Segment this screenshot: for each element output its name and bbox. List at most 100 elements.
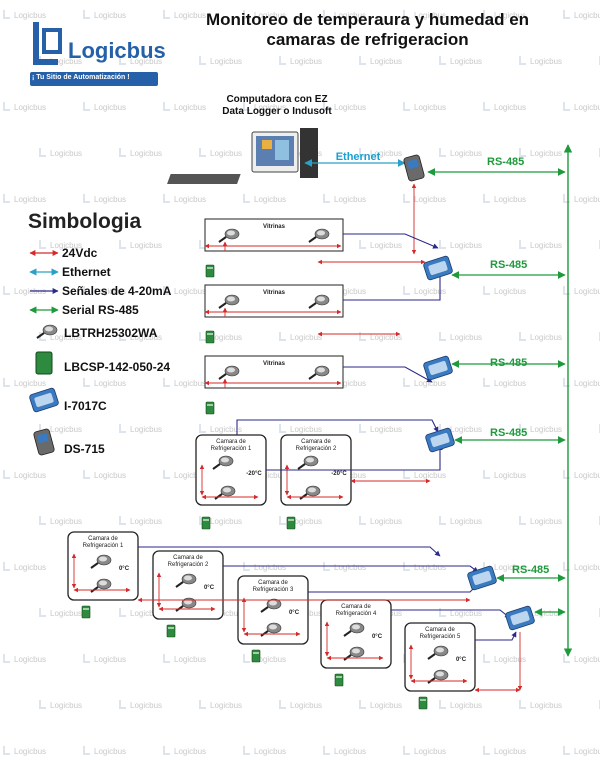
- watermark-logo: Logicbus: [279, 516, 322, 526]
- watermark-logo: Logicbus: [359, 148, 402, 158]
- watermark-text: Logicbus: [334, 379, 366, 388]
- watermark-logo: Logicbus: [83, 654, 126, 664]
- legend-sensor: LBTRH25302WA: [64, 326, 158, 340]
- watermark-mark: [243, 654, 250, 663]
- watermark-text: Logicbus: [130, 425, 162, 434]
- watermark-text: Logicbus: [14, 471, 46, 480]
- watermark-mark: [359, 424, 366, 433]
- watermark-mark: [119, 608, 126, 617]
- watermark-mark: [439, 608, 446, 617]
- watermark-mark: [243, 746, 250, 755]
- watermark-mark: [279, 700, 286, 709]
- watermark-text: Logicbus: [254, 103, 286, 112]
- signal-line: [343, 233, 439, 249]
- watermark-text: Logicbus: [530, 701, 562, 710]
- camara-temp: 0°C: [119, 566, 130, 572]
- watermark-logo: Logicbus: [163, 654, 206, 664]
- watermark-text: Logicbus: [334, 195, 366, 204]
- watermark-mark: [563, 470, 570, 479]
- watermark-mark: [323, 102, 330, 111]
- watermark-mark: [563, 102, 570, 111]
- watermark-mark: [119, 516, 126, 525]
- watermark-text: Logicbus: [494, 195, 526, 204]
- watermark-logo: Logicbus: [439, 516, 482, 526]
- watermark-mark: [483, 378, 490, 387]
- watermark-mark: [519, 700, 526, 709]
- watermark-mark: [279, 332, 286, 341]
- signal-line: [223, 565, 479, 573]
- watermark-logo: Logicbus: [563, 194, 600, 204]
- sensor-icon: [36, 324, 58, 339]
- watermark-text: Logicbus: [450, 609, 482, 618]
- page-title: Monitoreo de temperaura y humedad en cam…: [205, 10, 530, 49]
- watermark-logo: Logicbus: [243, 10, 286, 20]
- watermark-mark: [483, 746, 490, 755]
- vitrina-label: Vitrinas: [263, 290, 286, 296]
- watermark-mark: [199, 148, 206, 157]
- watermark-logo: Logicbus: [403, 746, 446, 756]
- power-supply-icon: [251, 649, 261, 663]
- watermark-text: Logicbus: [450, 57, 482, 66]
- watermark-mark: [83, 654, 90, 663]
- watermark-mark: [163, 10, 170, 19]
- watermark-logo: Logicbus: [3, 102, 46, 112]
- watermark-mark: [3, 562, 10, 571]
- watermark-logo: Logicbus: [563, 286, 600, 296]
- power-supply-icon: [201, 516, 211, 530]
- watermark-text: Logicbus: [50, 241, 82, 250]
- watermark-text: Logicbus: [14, 11, 46, 20]
- power-supply-icon: [418, 696, 428, 710]
- watermark-logo: Logicbus: [119, 516, 162, 526]
- module-i7017c-icon: [423, 255, 453, 281]
- watermark-text: Logicbus: [370, 149, 402, 158]
- watermark-text: Logicbus: [574, 379, 600, 388]
- watermark-text: Logicbus: [94, 747, 126, 756]
- watermark-mark: [279, 56, 286, 65]
- watermark-text: Logicbus: [530, 57, 562, 66]
- watermark-logo: Logicbus: [83, 10, 126, 20]
- watermark-text: Logicbus: [370, 241, 402, 250]
- watermark-logo: Logicbus: [403, 102, 446, 112]
- power-supply-icon: [81, 605, 91, 619]
- watermark-text: Logicbus: [530, 517, 562, 526]
- watermark-text: Logicbus: [50, 149, 82, 158]
- watermark-text: Logicbus: [50, 425, 82, 434]
- rs485-label: RS-485: [490, 357, 527, 369]
- watermark-text: Logicbus: [414, 195, 446, 204]
- camara-frame: [67, 531, 139, 601]
- watermark-text: Logicbus: [50, 517, 82, 526]
- watermark-text: Logicbus: [494, 563, 526, 572]
- watermark-text: Logicbus: [210, 149, 242, 158]
- watermark-logo: Logicbus: [323, 102, 366, 112]
- watermark-mark: [243, 10, 250, 19]
- watermark-mark: [519, 240, 526, 249]
- watermark-logo: Logicbus: [279, 332, 322, 342]
- computer-label: Computadora con EZ Data Logger o Indusof…: [222, 94, 332, 117]
- watermark-mark: [563, 286, 570, 295]
- watermark-text: Logicbus: [494, 379, 526, 388]
- watermark-logo: Logicbus: [483, 286, 526, 296]
- watermark-text: Logicbus: [574, 11, 600, 20]
- watermark-logo: Logicbus: [39, 700, 82, 710]
- watermark-mark: [119, 148, 126, 157]
- module-ds715-icon: [403, 154, 425, 182]
- watermark-text: Logicbus: [530, 609, 562, 618]
- watermark-logo: Logicbus: [199, 700, 242, 710]
- watermark-text: Logicbus: [494, 471, 526, 480]
- watermark-mark: [199, 332, 206, 341]
- legend-heading: Simbologia: [28, 210, 142, 233]
- watermark-text: Logicbus: [130, 57, 162, 66]
- vitrina-label: Vitrinas: [263, 361, 286, 367]
- watermark-text: Logicbus: [290, 517, 322, 526]
- watermark-logo: Logicbus: [199, 148, 242, 158]
- watermark-text: Logicbus: [94, 103, 126, 112]
- computer-icon: [167, 128, 318, 184]
- watermark-logo: Logicbus: [243, 562, 286, 572]
- camara-label: Refrigeración 1: [83, 543, 124, 549]
- sensor-icon: [308, 365, 330, 380]
- watermark-logo: Logicbus: [163, 194, 206, 204]
- watermark-logo: Logicbus: [439, 148, 482, 158]
- watermark-logo: Logicbus: [3, 194, 46, 204]
- watermark-text: Logicbus: [94, 287, 126, 296]
